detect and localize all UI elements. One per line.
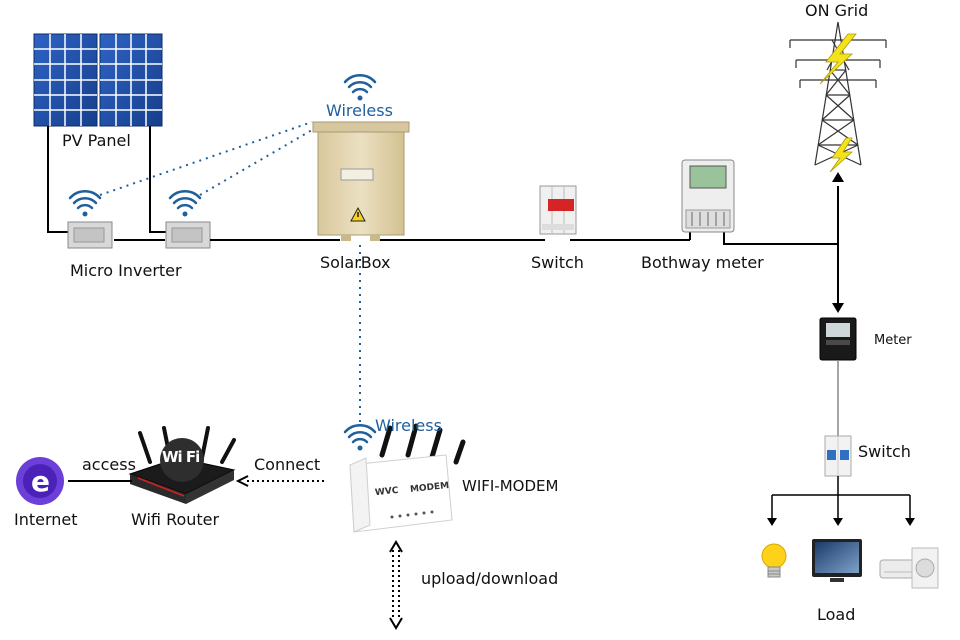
main-bus xyxy=(210,232,838,245)
arrow-down-icon xyxy=(833,518,843,526)
wifi-icon xyxy=(343,423,377,451)
label-switch-top: Switch xyxy=(531,253,584,272)
upload-download-arrow xyxy=(389,540,403,630)
meter-device xyxy=(819,317,857,361)
wifi-icon xyxy=(68,189,102,217)
air-conditioner-icon xyxy=(879,547,939,589)
label-micro-inverter: Micro Inverter xyxy=(70,261,182,280)
breaker-switch-right xyxy=(824,435,852,477)
transmission-tower xyxy=(789,21,887,166)
breaker-switch-top xyxy=(539,185,577,235)
wifi-icon xyxy=(343,73,377,101)
label-wireless-bottom: Wireless xyxy=(375,416,442,435)
label-solarbox: SolarBox xyxy=(320,253,391,272)
grid-meter-link xyxy=(832,172,844,313)
wireless-links xyxy=(99,121,361,425)
lightning-icon xyxy=(819,33,857,85)
internet-glyph: e xyxy=(31,465,50,498)
label-meter: Meter xyxy=(874,333,912,348)
panel-wiring xyxy=(47,126,168,241)
arrow-down-icon xyxy=(905,518,915,526)
label-wifi-modem: WIFI-MODEM xyxy=(462,477,559,495)
wifi-modem-device xyxy=(349,423,466,533)
bothway-meter-device xyxy=(681,159,735,233)
label-internet: Internet xyxy=(14,510,78,529)
arrow-down-icon xyxy=(767,518,777,526)
internet-logo xyxy=(16,457,64,505)
label-upload-download: upload/download xyxy=(421,569,559,588)
connect-arrow xyxy=(235,475,324,487)
micro-inverter-2 xyxy=(165,221,211,249)
label-on-grid: ON Grid xyxy=(805,1,869,20)
tv-icon xyxy=(812,539,862,582)
label-access: access xyxy=(82,455,136,474)
micro-inverter-1 xyxy=(67,221,113,249)
label-pv-panel: PV Panel xyxy=(62,131,131,150)
label-connect: Connect xyxy=(254,455,321,474)
label-bothway-meter: Bothway meter xyxy=(641,253,764,272)
lightning-icon xyxy=(829,137,854,173)
load-distribution xyxy=(771,476,911,518)
label-wifi-router: Wifi Router xyxy=(131,510,220,529)
pv-panel-left xyxy=(33,33,98,127)
label-load: Load xyxy=(817,605,856,624)
wifi-icon xyxy=(168,189,202,217)
light-bulb-icon xyxy=(761,543,787,578)
solarbox-cabinet xyxy=(312,121,410,241)
wifi-router-device xyxy=(128,426,236,504)
label-wireless-top: Wireless xyxy=(326,101,393,120)
router-wifi-badge: Wi Fi xyxy=(162,448,200,466)
pv-panel-right xyxy=(99,33,163,127)
label-switch-right: Switch xyxy=(858,442,911,461)
